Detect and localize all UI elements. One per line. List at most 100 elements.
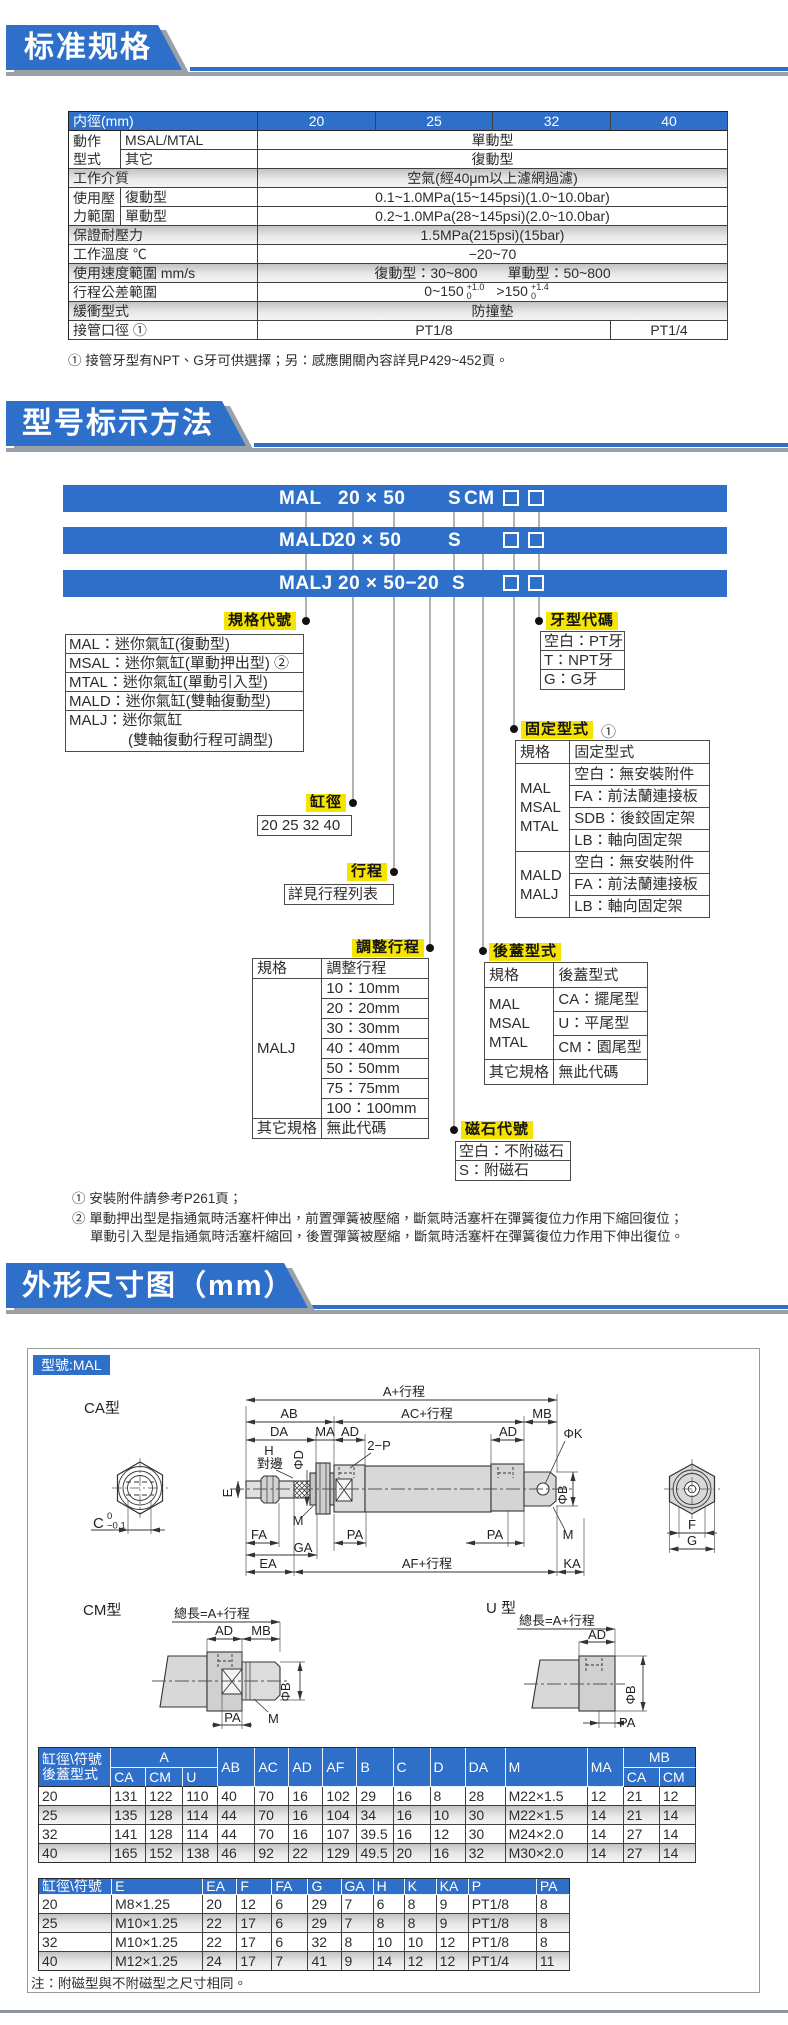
adjust-item-4: 50：50mm	[322, 1059, 429, 1079]
dim1-cell-1-11: 30	[465, 1806, 506, 1825]
dim1-sub-mb-0: CA	[623, 1768, 660, 1787]
spec-tol-label: 行程公差範圍	[69, 283, 258, 302]
cover-other-key: 其它規格	[485, 1060, 555, 1085]
dim1-cell-0-14: 21	[623, 1787, 660, 1806]
cover-item-1: U：平尾型	[554, 1012, 648, 1036]
adjust-other-key: 其它規格	[253, 1119, 323, 1139]
spec-tol-range-2: >150	[496, 283, 528, 299]
mount-group1-row-1: FA：前法蘭連接板	[516, 786, 710, 808]
dim2-cell-0-1: M8×1.25	[112, 1895, 204, 1914]
dim1-cell-1-5: 70	[255, 1806, 290, 1825]
model-note-1: ② 單動押出型是指通氣時活塞杆伸出，前置彈簧被壓縮，斷氣時活塞杆在彈簧復位力作用…	[72, 1211, 684, 1226]
dim2-cell-2-10: PT1/8	[468, 1933, 537, 1952]
dimension-note: 注：附磁型與不附磁型之尺寸相同。	[31, 1976, 247, 1991]
dim1-cell-1-14: 21	[623, 1806, 660, 1825]
cover-other-row: 其它規格無此代碼	[485, 1060, 648, 1085]
spec-tol-range-1: 0~150	[424, 283, 464, 299]
ca-dim-da-label: DA	[270, 1424, 288, 1439]
dim2-cell-1-6: 7	[341, 1914, 374, 1933]
dim1-cell-1-15: 14	[659, 1806, 696, 1825]
dim2-cell-0-4: 6	[272, 1895, 309, 1914]
model-bar-1-size: 20 × 50	[338, 488, 406, 509]
ca-dim-g-label: G	[687, 1533, 697, 1548]
dim1-cell-2-7: 107	[323, 1825, 358, 1844]
dim2-corner: 缸徑\符號	[39, 1879, 113, 1895]
dim1-cell-2-13: 14	[587, 1825, 624, 1844]
cover-group-name-0: MAL	[489, 996, 520, 1013]
dim2-col-FA: FA	[272, 1879, 309, 1895]
dim2-col-E: E	[112, 1879, 204, 1895]
callout-label-thread-code: 牙型代碼	[546, 612, 619, 630]
dim1-cell-1-0: 25	[39, 1806, 112, 1825]
ca-dim-e-label: E	[220, 1488, 235, 1497]
ca-dim-c-label: C	[93, 1515, 104, 1532]
adjust-item-1: 20：20mm	[322, 999, 429, 1019]
spec-pressure-key-1: 復動型	[121, 188, 258, 207]
page-bottom-divider	[0, 2010, 788, 2013]
spec-row-cushion: 緩衝型式防撞墊	[69, 302, 728, 321]
adjust-item-6: 100：100mm	[322, 1099, 429, 1119]
dim2-cell-2-2: 22	[203, 1933, 238, 1952]
connector-bullet-0	[302, 617, 310, 625]
mount-group2-name-1: MALJ	[520, 885, 559, 903]
dim2-cell-3-11: 11	[536, 1952, 570, 1971]
dim2-cell-0-3: 12	[237, 1895, 273, 1914]
mount-group1-item-0: 空白：無安裝附件	[570, 764, 710, 786]
dim1-cell-2-9: 16	[393, 1825, 431, 1844]
section-banner-b1: 标准规格	[0, 25, 788, 83]
cover-item-0: CA：擺尾型	[554, 988, 648, 1012]
mount-group2-item-0: 空白：無安裝附件	[570, 852, 710, 874]
model-bar-1-option-box-1	[503, 490, 519, 506]
model-note-0: ① 安裝附件請參考P261頁；	[72, 1191, 243, 1206]
adjust-item-2: 30：30mm	[322, 1019, 429, 1039]
dim1-cell-3-0: 40	[39, 1844, 112, 1863]
adjust-item-5: 75：75mm	[322, 1079, 429, 1099]
spec-speed-val-1: 復動型：30~800	[374, 264, 478, 281]
dim2-cell-3-10: PT1/4	[468, 1952, 537, 1971]
dim2-cell-2-6: 8	[341, 1933, 374, 1952]
dim1-cell-2-15: 14	[659, 1825, 696, 1844]
spec-header-bore-20: 20	[258, 112, 376, 131]
callout-label-adjust-stroke: 調整行程	[352, 939, 425, 957]
ca-mounting-nut	[315, 1462, 331, 1515]
dim2-cell-3-0: 40	[39, 1952, 113, 1971]
model-note-2: 單動引入型是指通氣時活塞杆縮回，後置彈簧被壓縮，斷氣時活塞杆在彈簧復位力作用下伸…	[90, 1229, 684, 1244]
dim1-cell-0-15: 12	[659, 1787, 696, 1806]
dim1-cell-1-3: 114	[183, 1806, 219, 1825]
dim2-col-GA: GA	[341, 1879, 374, 1895]
dim2-cell-0-9: 9	[436, 1895, 469, 1914]
mount-header-type: 固定型式	[570, 741, 710, 764]
spec-tol-1-sup: +1.0	[466, 283, 485, 292]
model-bar-2-magnet: S	[448, 530, 462, 551]
dim1-col-B: B	[357, 1748, 394, 1787]
ca-dim-pa1-label: PA	[347, 1527, 364, 1542]
spec-speed-label: 使用速度範圍 mm/s	[69, 264, 258, 283]
spec-tol-2-sub: 0	[530, 291, 536, 301]
dim2-col-F: F	[237, 1879, 273, 1895]
dim2-cell-1-3: 17	[237, 1914, 273, 1933]
dim1-col-AD: AD	[289, 1748, 324, 1787]
dim1-cell-0-8: 29	[357, 1787, 394, 1806]
spec-row-action-2: 其它復動型	[69, 150, 728, 169]
dim1-cell-0-4: 40	[218, 1787, 256, 1806]
u-dim-pa-label: PA	[619, 1715, 636, 1730]
spec-code-item-1: MSAL：迷你氣缸(單動押出型) ②	[66, 654, 303, 673]
dim1-cell-3-5: 92	[255, 1844, 290, 1863]
spec-action-key-2: 其它	[121, 150, 258, 169]
cm-dim-m-label: M	[268, 1711, 279, 1726]
spec-action-key-1: MSAL/MTAL	[121, 131, 258, 150]
model-bar-3-size: 20 × 50−20	[338, 573, 440, 594]
bore-values: 20 25 32 40	[261, 817, 341, 834]
dim2-cell-1-10: PT1/8	[468, 1914, 537, 1933]
